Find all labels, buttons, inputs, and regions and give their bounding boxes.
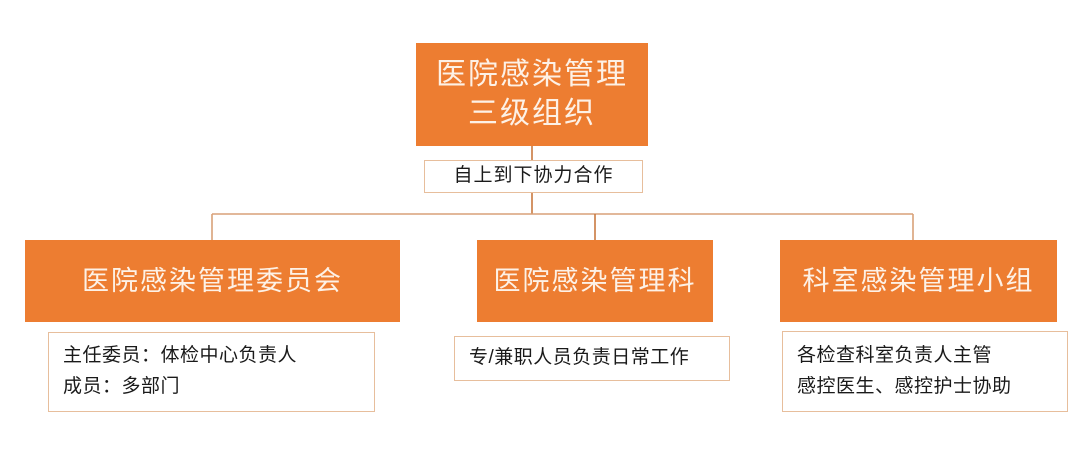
root-node-title: 医院感染管理 三级组织: [436, 58, 628, 130]
branch-header-committee[interactable]: 医院感染管理委员会: [25, 240, 400, 322]
cooperation-label-text: 自上到下协力合作: [453, 165, 614, 187]
branch-detail-ward-group[interactable]: 各检查科室负责人主管 感控医生、感控护士协助: [782, 331, 1068, 412]
root-node[interactable]: 医院感染管理 三级组织: [416, 43, 648, 146]
branch-header-department[interactable]: 医院感染管理科: [477, 240, 713, 322]
branch-header-label: 科室感染管理小组: [802, 265, 1035, 296]
branch-detail-text: 主任委员：体检中心负责人 成员：多部门: [63, 345, 298, 397]
branch-header-ward-group[interactable]: 科室感染管理小组: [780, 240, 1057, 322]
branch-detail-department[interactable]: 专/兼职人员负责日常工作: [454, 336, 730, 381]
cooperation-label-node[interactable]: 自上到下协力合作: [424, 160, 643, 193]
branch-detail-text: 专/兼职人员负责日常工作: [469, 347, 690, 369]
branch-detail-committee[interactable]: 主任委员：体检中心负责人 成员：多部门: [48, 332, 375, 412]
branch-header-label: 医院感染管理科: [493, 265, 697, 296]
branch-header-label: 医院感染管理委员会: [82, 265, 343, 296]
branch-detail-text: 各检查科室负责人主管 感控医生、感控护士协助: [797, 344, 1012, 397]
